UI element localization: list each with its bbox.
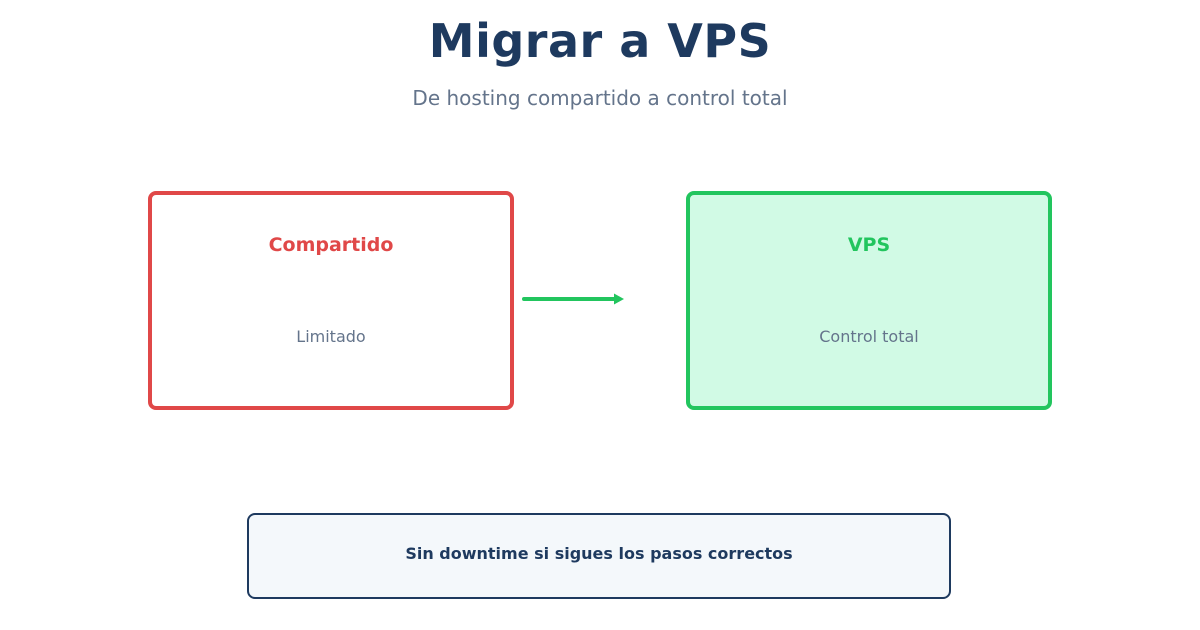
page-title: Migrar a VPS	[428, 14, 772, 68]
note-box: Sin downtime si sigues los pasos correct…	[247, 513, 951, 599]
vps-box: VPS Control total	[686, 191, 1052, 410]
shared-hosting-title: Compartido	[268, 234, 394, 256]
vps-title: VPS	[847, 234, 891, 256]
shared-hosting-description: Limitado	[296, 327, 366, 346]
page-subtitle: De hosting compartido a control total	[412, 86, 788, 110]
vps-description: Control total	[819, 327, 919, 346]
shared-hosting-box: Compartido Limitado	[148, 191, 514, 410]
arrow-right-icon	[522, 293, 624, 305]
note-text: Sin downtime si sigues los pasos correct…	[405, 544, 793, 563]
